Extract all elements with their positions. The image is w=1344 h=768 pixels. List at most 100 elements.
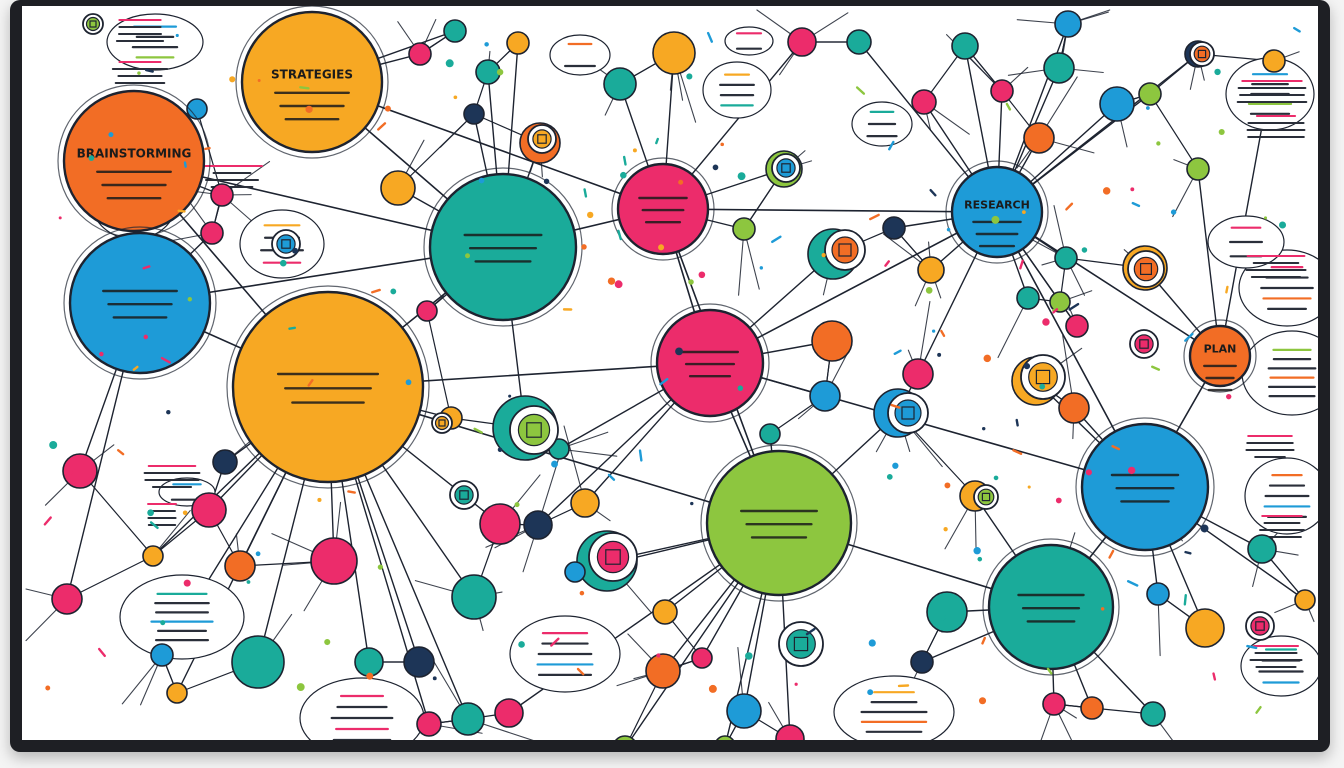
confetti-dash: [177, 209, 186, 213]
satellite-dot: [451, 574, 497, 620]
satellite-dot: [479, 503, 521, 545]
hub-node: PLAN: [1183, 319, 1257, 393]
confetti-dash: [622, 155, 627, 166]
confetti-dash: [981, 636, 986, 645]
confetti-dot: [759, 266, 764, 270]
hub-halo: [63, 226, 217, 380]
satellite-dot: [212, 449, 238, 475]
connector-line: [711, 742, 725, 746]
satellite-dot: [310, 537, 358, 585]
confetti-dot: [390, 288, 397, 295]
hub-node: [700, 444, 858, 602]
hub-node: [982, 538, 1120, 676]
chart-icon-glyph: [438, 419, 446, 427]
confetti-dash: [1212, 672, 1217, 681]
satellite-dot: [1294, 589, 1316, 611]
confetti-dot: [137, 71, 141, 75]
satellite-dot: [787, 27, 817, 57]
satellite-dot: [451, 702, 485, 736]
confetti-dot: [1214, 68, 1221, 76]
satellite-dot: [564, 561, 586, 583]
note-bubble: [1244, 457, 1318, 535]
confetti-dash: [160, 356, 171, 364]
satellite-dot: [380, 170, 416, 206]
note-bubbles: [91, 13, 1318, 740]
confetti-dot: [160, 620, 166, 626]
confetti-dot: [698, 271, 706, 279]
satellite-dot: [1054, 10, 1082, 38]
globe-icon-glyph: [1197, 49, 1207, 59]
confetti-dot: [737, 385, 744, 391]
confetti-dash: [550, 637, 560, 647]
hub-halo: [226, 285, 430, 489]
confetti-dot: [1127, 466, 1136, 475]
satellite-dot: [142, 545, 164, 567]
text-block: [1246, 115, 1306, 138]
confetti-dot: [944, 482, 951, 489]
hub-node: RESEARCH: [945, 160, 1049, 264]
chart-icon-glyph: [605, 549, 621, 565]
confetti-dot: [292, 247, 299, 254]
icons: [82, 13, 1275, 667]
target-icon: [824, 229, 866, 271]
hub-node: [1075, 417, 1215, 557]
confetti-dash: [1151, 365, 1161, 371]
confetti-dash: [1131, 201, 1141, 208]
satellite-dot: [917, 256, 945, 284]
confetti-dot: [686, 73, 693, 80]
satellite-dot: [231, 635, 285, 689]
confetti-dash: [1012, 449, 1023, 455]
hub-halo: [1075, 417, 1215, 557]
note-bubble: [119, 574, 245, 660]
hub-node: [63, 226, 217, 380]
confetti-dot: [868, 639, 876, 647]
lightbulb-icon-fill: [1133, 256, 1159, 282]
confetti-dot: [1100, 607, 1105, 611]
confetti-dot: [1279, 221, 1287, 229]
gear-icon: [973, 484, 999, 510]
hub-halo: [1183, 319, 1257, 393]
confetti-dash: [1126, 580, 1139, 587]
confetti-dot: [518, 641, 525, 648]
hub-label: BRAINSTORMING: [77, 146, 192, 160]
connector-line: [662, 208, 998, 213]
confetti-dot: [1156, 141, 1161, 146]
connector-line: [426, 310, 452, 419]
satellite-dot: [846, 29, 872, 55]
confetti-dash: [706, 31, 714, 43]
confetti-dot: [607, 277, 616, 285]
satellite-dot: [1185, 608, 1225, 648]
note-bubble: [851, 101, 913, 147]
confetti-dot: [982, 426, 986, 431]
document-icon-fill: [454, 485, 474, 505]
text-block: [1245, 255, 1307, 278]
confetti-dash: [204, 146, 211, 151]
note-bubble: [299, 677, 425, 740]
confetti-dot: [465, 253, 471, 259]
confetti-dash: [97, 647, 106, 658]
confetti-dash: [1015, 418, 1019, 427]
satellite-dot: [1186, 157, 1210, 181]
confetti-dot: [49, 441, 58, 450]
confetti-dot: [658, 244, 665, 251]
satellite-dot: [506, 31, 530, 55]
confetti-dash: [116, 449, 125, 456]
person-icon: [271, 229, 301, 259]
note-outline: [724, 26, 774, 56]
confetti-dash: [638, 449, 643, 462]
satellite-dot: [1042, 692, 1066, 716]
hub-node: [611, 157, 715, 261]
confetti-dash: [65, 471, 74, 477]
satellite-dot: [408, 42, 432, 66]
note-bubble: [833, 675, 955, 740]
confetti-dot: [1146, 106, 1150, 110]
satellite-dot: [951, 32, 979, 60]
hub-node: [650, 303, 770, 423]
confetti-dot: [279, 259, 287, 267]
confetti-dot: [1085, 469, 1092, 476]
target-icon: [1129, 329, 1159, 359]
satellite-dot: [463, 103, 485, 125]
confetti-dash: [771, 235, 782, 244]
confetti-dash: [183, 161, 187, 168]
confetti-dot: [108, 132, 114, 138]
